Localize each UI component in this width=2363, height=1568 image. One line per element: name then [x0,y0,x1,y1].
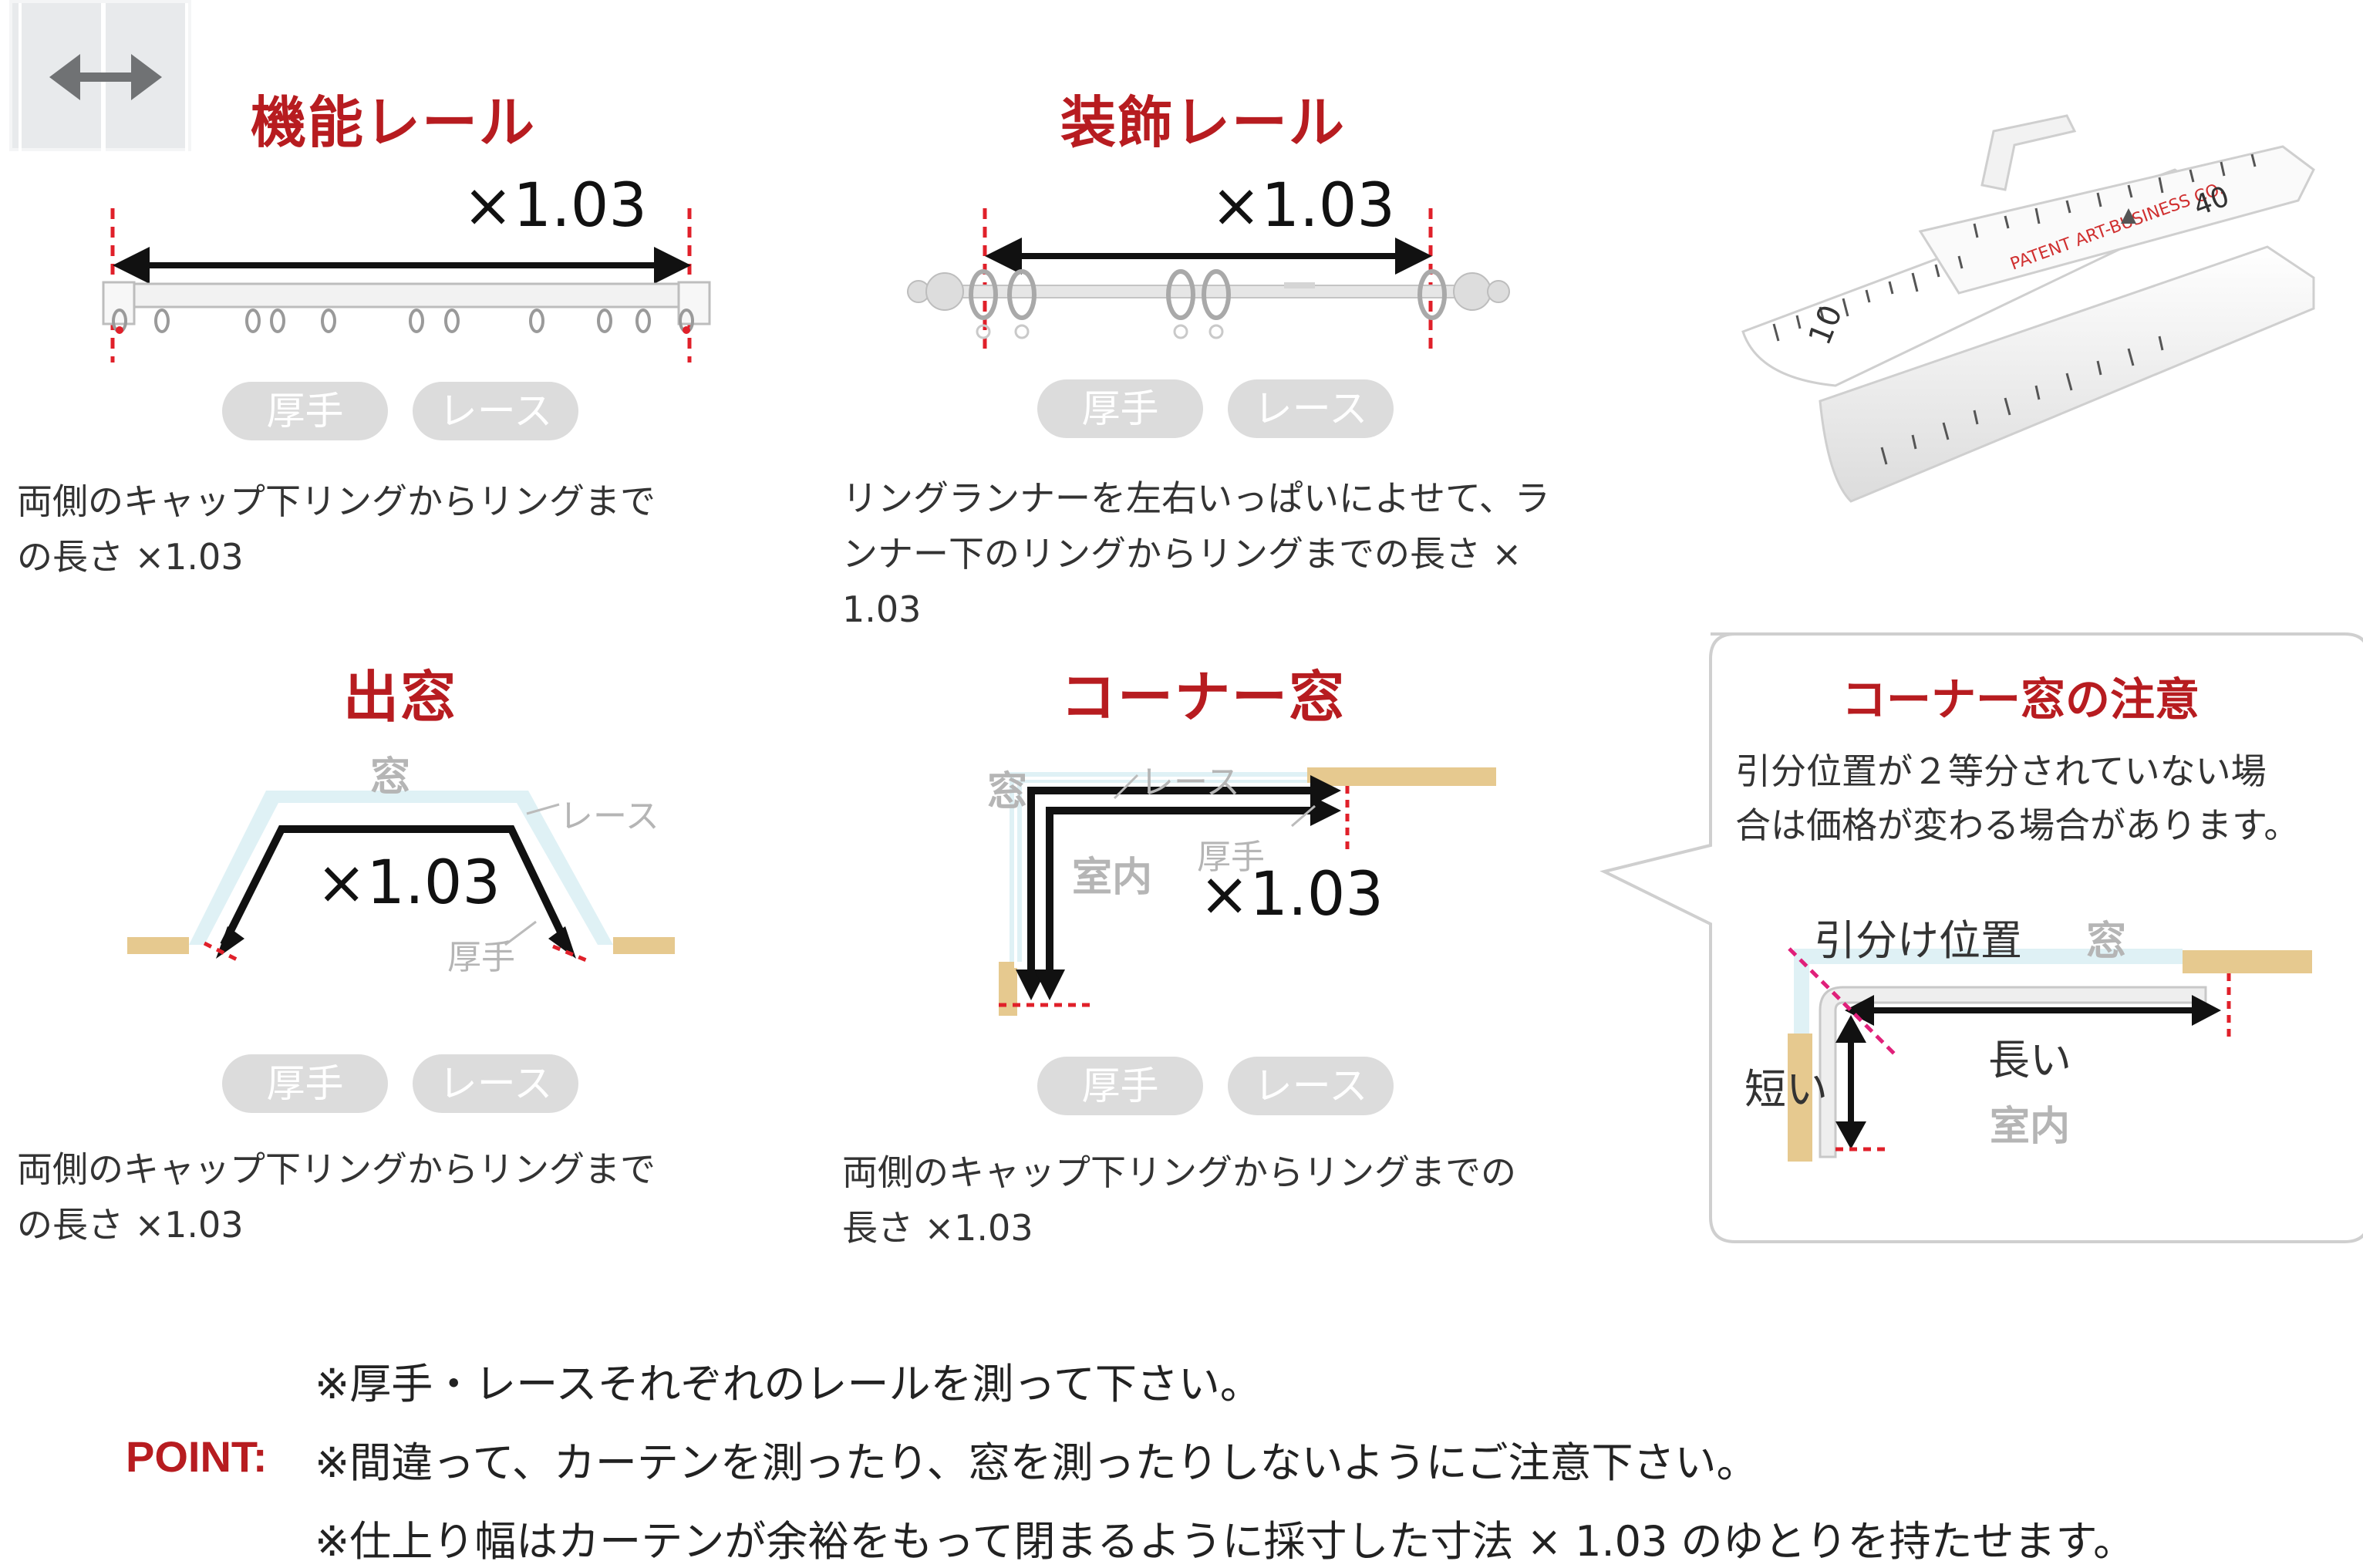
bay-window-desc-line2: の長さ ×1.03 [17,1204,244,1246]
bay-window-title: 出窓 [343,665,458,730]
bay-window-desc-line1: 両側のキャップ下リングからリングまで [17,1148,656,1190]
corner-window-badge-thick: 厚手 [1037,1057,1203,1115]
corner-window-thick-label: 厚手 [1197,838,1265,877]
corner-window-desc-line2: 長さ ×1.03 [842,1207,1033,1249]
decorative-rail-description: リングランナーを左右いっぱいによせて、ラ ンナー下のリングからリングまでの長さ … [842,470,1660,637]
functional-rail-desc-line2: の長さ ×1.03 [17,536,244,578]
functional-rail-diagram [102,208,711,362]
callout-window-label: 窓 [2086,919,2127,965]
callout-text-line2: 合は価格が変わる場合があります。 [1735,804,2300,846]
tape-arrow-icon [2121,208,2136,224]
decorative-rail-desc-line3: 1.03 [842,588,922,630]
point-note-3: ※仕上り幅はカーテンが余裕をもって閉まるように採寸した寸法 × 1.03 のゆと… [315,1517,2135,1566]
functional-rail-multiplier: ×1.03 [463,171,648,241]
tape-measure-image: PATENT ART-BUSINESS CO. 10 40 [1741,114,2315,503]
corner-window-title: コーナー窓 [1060,665,1347,730]
callout-text: 引分位置が２等分されていない場 合は価格が変わる場合があります。 [1735,744,2352,852]
functional-rail-badge-thick: 厚手 [222,382,388,440]
decorative-rail-multiplier: ×1.03 [1211,171,1396,241]
bay-window-lace-label: レース [559,797,659,836]
functional-rail-desc-line1: 両側のキャップ下リングからリングまで [17,481,656,522]
bay-window-badge-lace: レース [413,1054,578,1113]
callout-indoor-label: 室内 [1990,1104,2071,1150]
decorative-rail-title: 装飾レール [1060,90,1347,155]
corner-window-diagram [999,767,1496,1016]
decorative-rail-desc-line2: ンナー下のリングからリングまでの長さ × [842,533,1522,575]
bay-window-badge-thick: 厚手 [222,1054,388,1113]
corner-window-window-label: 窓 [987,769,1028,815]
functional-rail-description: 両側のキャップ下リングからリングまで の長さ ×1.03 [17,474,757,585]
callout-diagram [1788,947,2312,1162]
callout-short-label: 短い [1744,1065,1828,1114]
corner-window-lace-label: レース [1140,763,1240,802]
corner-window-badge-lace: レース [1228,1057,1394,1115]
double-arrow-icon [19,3,188,154]
bay-window-thick-label: 厚手 [447,938,515,977]
bay-window-multiplier: ×1.03 [316,848,501,918]
point-label: POINT: [126,1432,268,1481]
corner-window-multiplier: ×1.03 [1199,860,1384,929]
point-note-1: ※厚手・レースそれぞれのレールを測って下さい。 [315,1360,1262,1408]
bay-window-description: 両側のキャップ下リングからリングまで の長さ ×1.03 [17,1141,757,1253]
corner-window-indoor-label: 室内 [1072,855,1153,901]
bay-window-diagram [127,791,675,964]
corner-window-description: 両側のキャップ下リングからリングまでの 長さ ×1.03 [842,1145,1660,1256]
bay-window-window-label: 窓 [370,754,411,801]
decorative-rail-badge-thick: 厚手 [1037,379,1203,438]
functional-rail-badge-lace: レース [413,382,578,440]
corner-window-desc-line1: 両側のキャップ下リングからリングまでの [842,1152,1516,1193]
decorative-rail-diagram [907,208,1510,355]
callout-split-position-label: 引分け位置 [1814,916,2022,965]
decorative-rail-badge-lace: レース [1228,379,1394,438]
callout-title: コーナー窓の注意 [1842,673,2200,726]
functional-rail-title: 機能レール [251,90,537,155]
callout-long-label: 長い [1988,1036,2071,1084]
decorative-rail-desc-line1: リングランナーを左右いっぱいによせて、ラ [842,477,1550,519]
point-note-2: ※間違って、カーテンを測ったり、窓を測ったりしないようにご注意下さい。 [315,1438,1758,1487]
callout-text-line1: 引分位置が２等分されていない場 [1735,750,2267,792]
width-icon [9,0,191,154]
